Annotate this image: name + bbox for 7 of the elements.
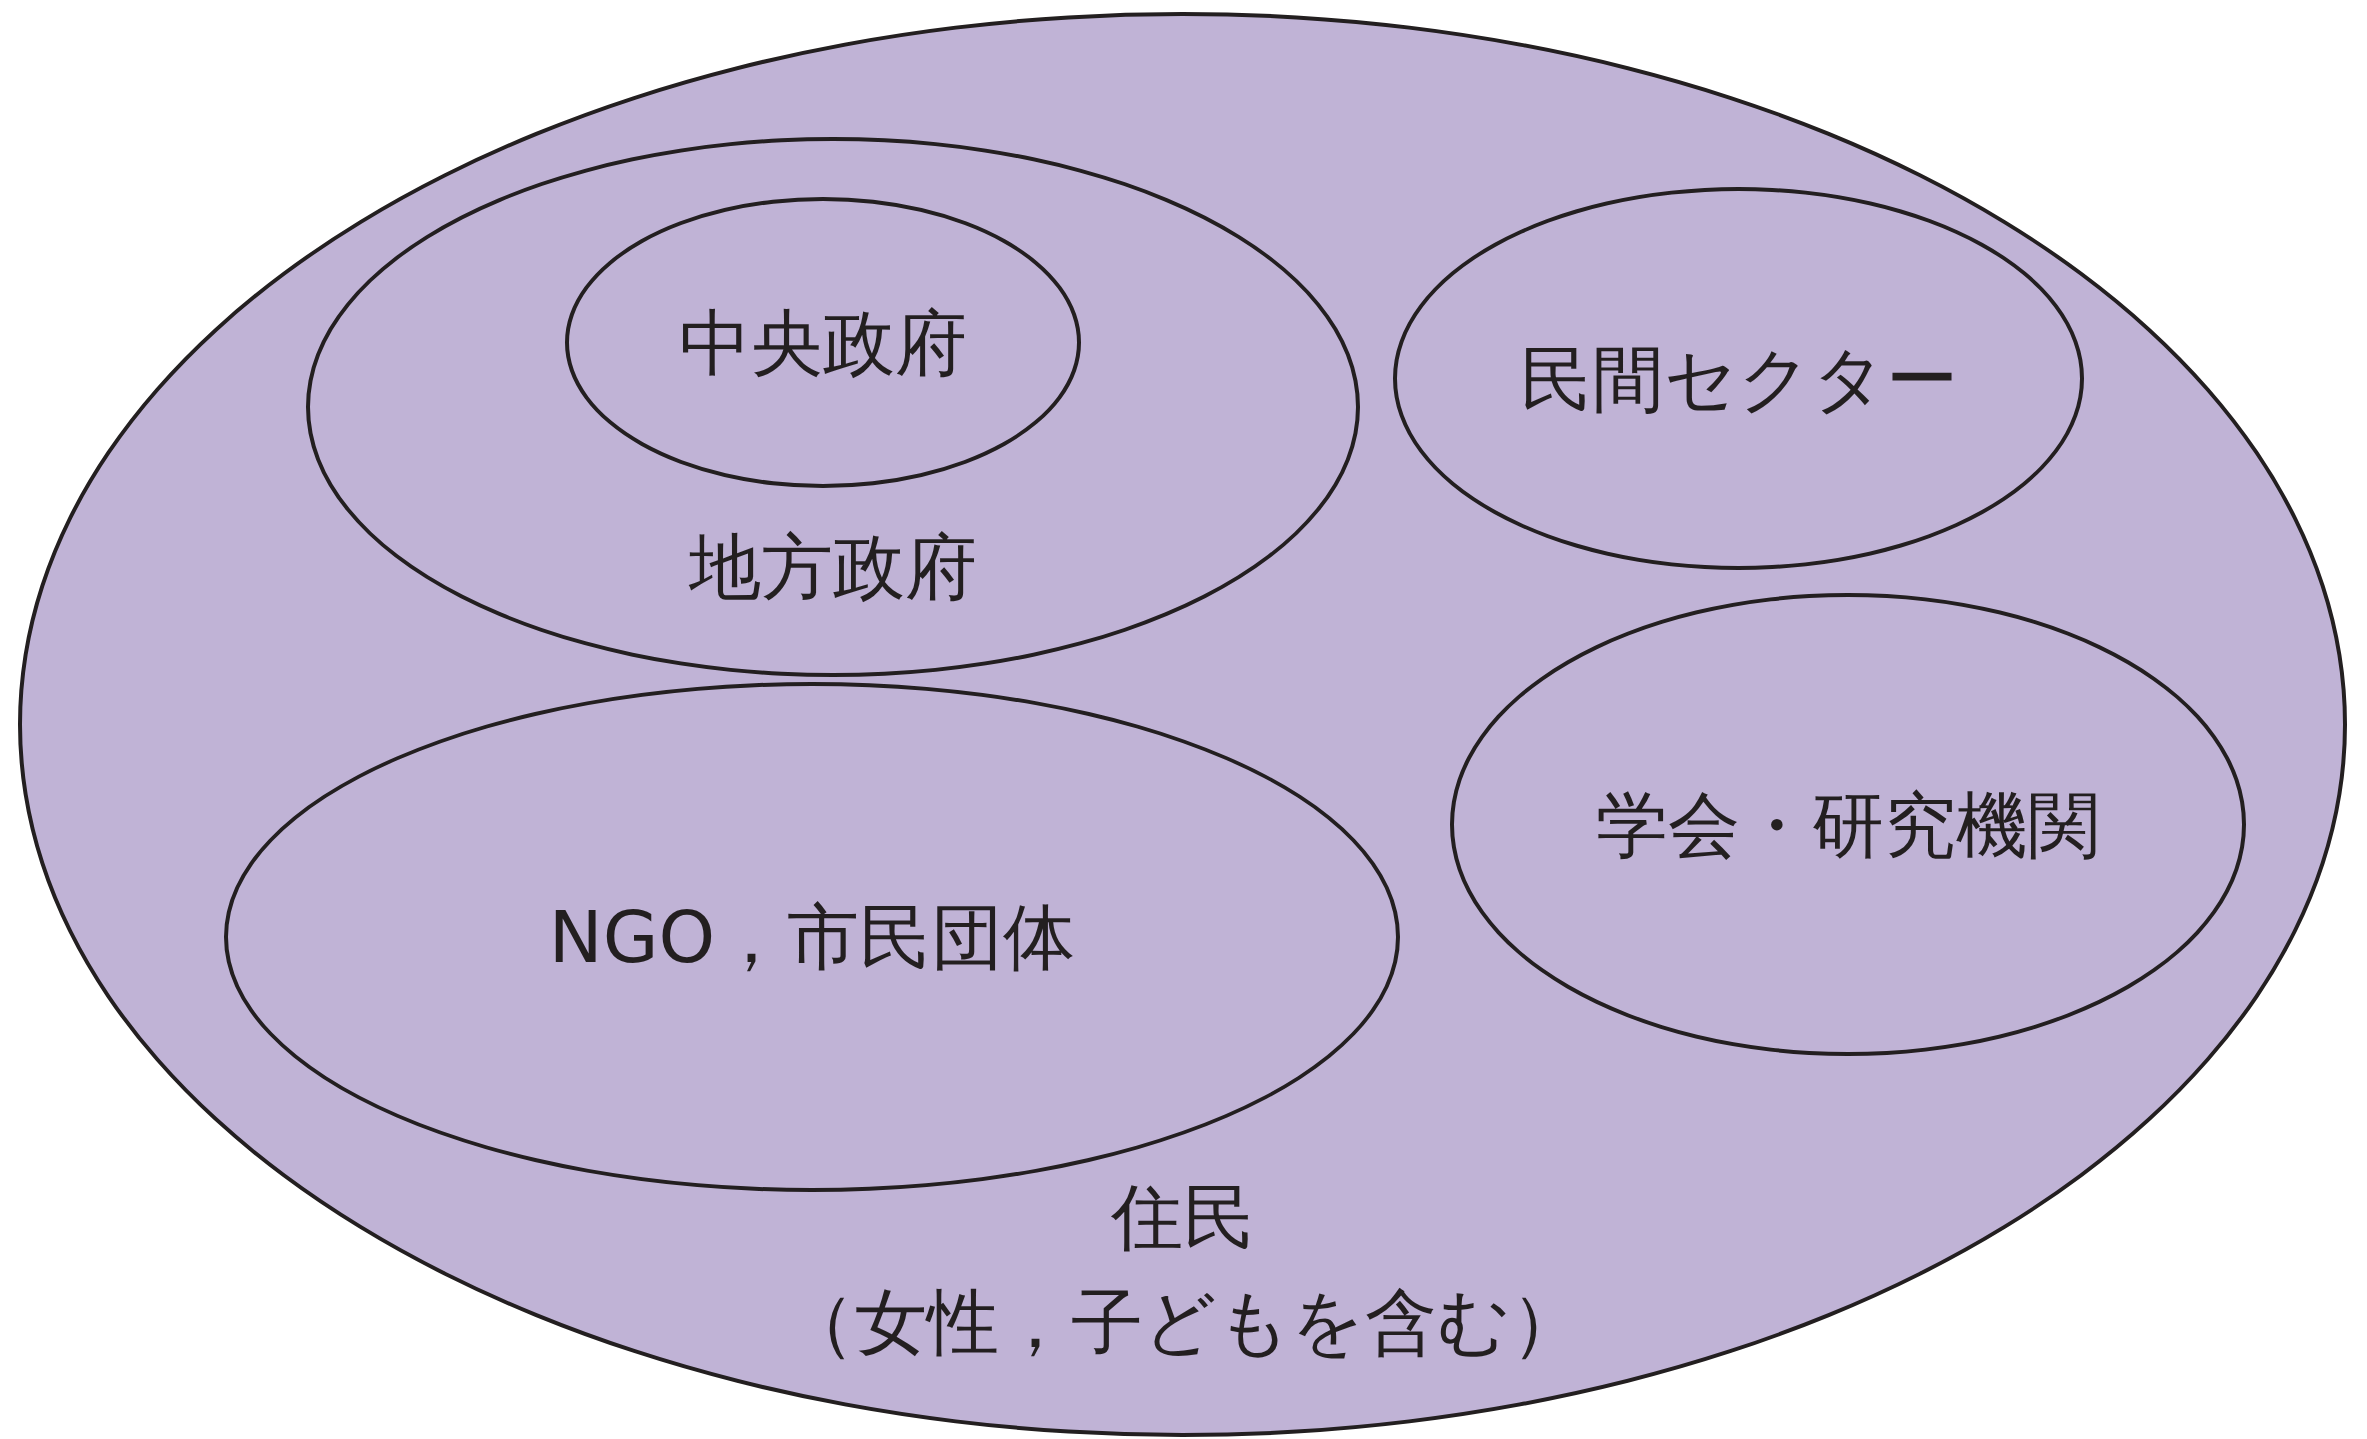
ellipse-label: 民間セクター: [1519, 342, 1958, 415]
ellipse-label: 学会・研究機関: [1596, 788, 2100, 861]
ellipse-label: NGO，市民団体: [548, 901, 1076, 973]
ellipse-label: 住民: [1110, 1181, 1255, 1253]
ellipse-label: （女性，子どもを含む）: [782, 1286, 1583, 1358]
ellipse-label: 地方政府: [689, 531, 977, 603]
ellipse-label: 中央政府: [679, 306, 967, 379]
